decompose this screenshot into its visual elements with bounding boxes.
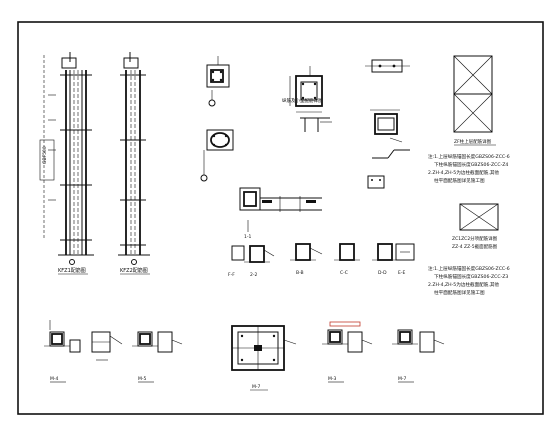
column-elevation-1-label: KFZ1配筋图 [58, 267, 86, 274]
bottom-section-4: M-3 [322, 321, 373, 383]
mid-section-2-label: B-B [296, 270, 304, 276]
right-panel: ZF柱上层配筋详图 注:1.上层纵筋锚固长度GBZS06-ZCC-6 下柱纵筋锚… [428, 55, 510, 296]
sheet-border [17, 21, 544, 415]
column-elevation-2-label: KFZ2配筋图 [120, 267, 148, 274]
detail-d-label: 1-1 [244, 234, 251, 240]
right-lower-note-1: 注:1.上层纵筋锚固长度GBZS06-ZCC-6 [428, 265, 510, 272]
right-upper-note-4: 柱平面配筋图详见施工图 [434, 177, 485, 184]
bottom-section-5: M-7 [392, 329, 445, 383]
detail-b-label: 纵筋及小型配筋详图 [282, 97, 323, 104]
right-lower-box-label-1: ZC1ZC2分项配筋详图 [452, 235, 498, 242]
detail-group-d: 1-1 [239, 187, 322, 240]
mid-section-5-label: E-E [398, 270, 405, 276]
bottom-section-3: M-7 [231, 325, 297, 391]
mid-section-4-label: D-D [378, 270, 387, 276]
column-elevation-1: GBF500 KFZ1配筋图 [39, 52, 94, 275]
right-lower-box-label-2: ZZ-4 ZZ-5截面配筋图 [452, 243, 498, 250]
bottom-section-3-label: M-7 [252, 384, 261, 390]
right-upper-box-label: ZF柱上层配筋详图 [454, 138, 492, 145]
bottom-section-2: M-5 [132, 331, 183, 383]
right-lower-note-2: 下柱纵筋锚固长度GBZS06-ZCC-Z3 [434, 273, 508, 280]
right-upper-note-1: 注:1.上层纵筋锚固长度GBZS06-ZCC-6 [428, 153, 510, 160]
detail-group-c [365, 59, 410, 189]
right-lower-note-3: 2.ZH-4,ZH-5为边柱截面配筋,其他 [428, 281, 499, 288]
bottom-section-2-label: M-5 [138, 376, 147, 382]
bottom-section-1-label: M-4 [50, 376, 59, 382]
right-upper-note-3: 2.ZH-4,ZH-5为边柱截面配筋,其他 [428, 169, 499, 176]
right-upper-note-2: 下柱纵筋锚固长度GBZS06-ZCC-Z4 [434, 161, 508, 168]
mid-section-1-label: 2-2 [250, 272, 257, 278]
mid-section-3-label: C-C [340, 270, 348, 276]
bottom-section-4-label: M-3 [328, 376, 337, 382]
column-elevation-2: KFZ2配筋图 [118, 52, 150, 275]
bottom-section-5-label: M-7 [398, 376, 407, 382]
detail-group-b: 纵筋及小型配筋详图 [282, 66, 332, 132]
bottom-section-1: M-4 [44, 320, 123, 383]
right-lower-note-4: 柱平面配筋图详见施工图 [434, 289, 485, 296]
mid-section-6-label: F-F [228, 272, 235, 278]
left-column-annotation: GBF500 [42, 146, 48, 164]
detail-group-a [200, 56, 234, 182]
mid-sections-row: 2-2 B-B C-C D-D E-E F-F [228, 243, 415, 278]
